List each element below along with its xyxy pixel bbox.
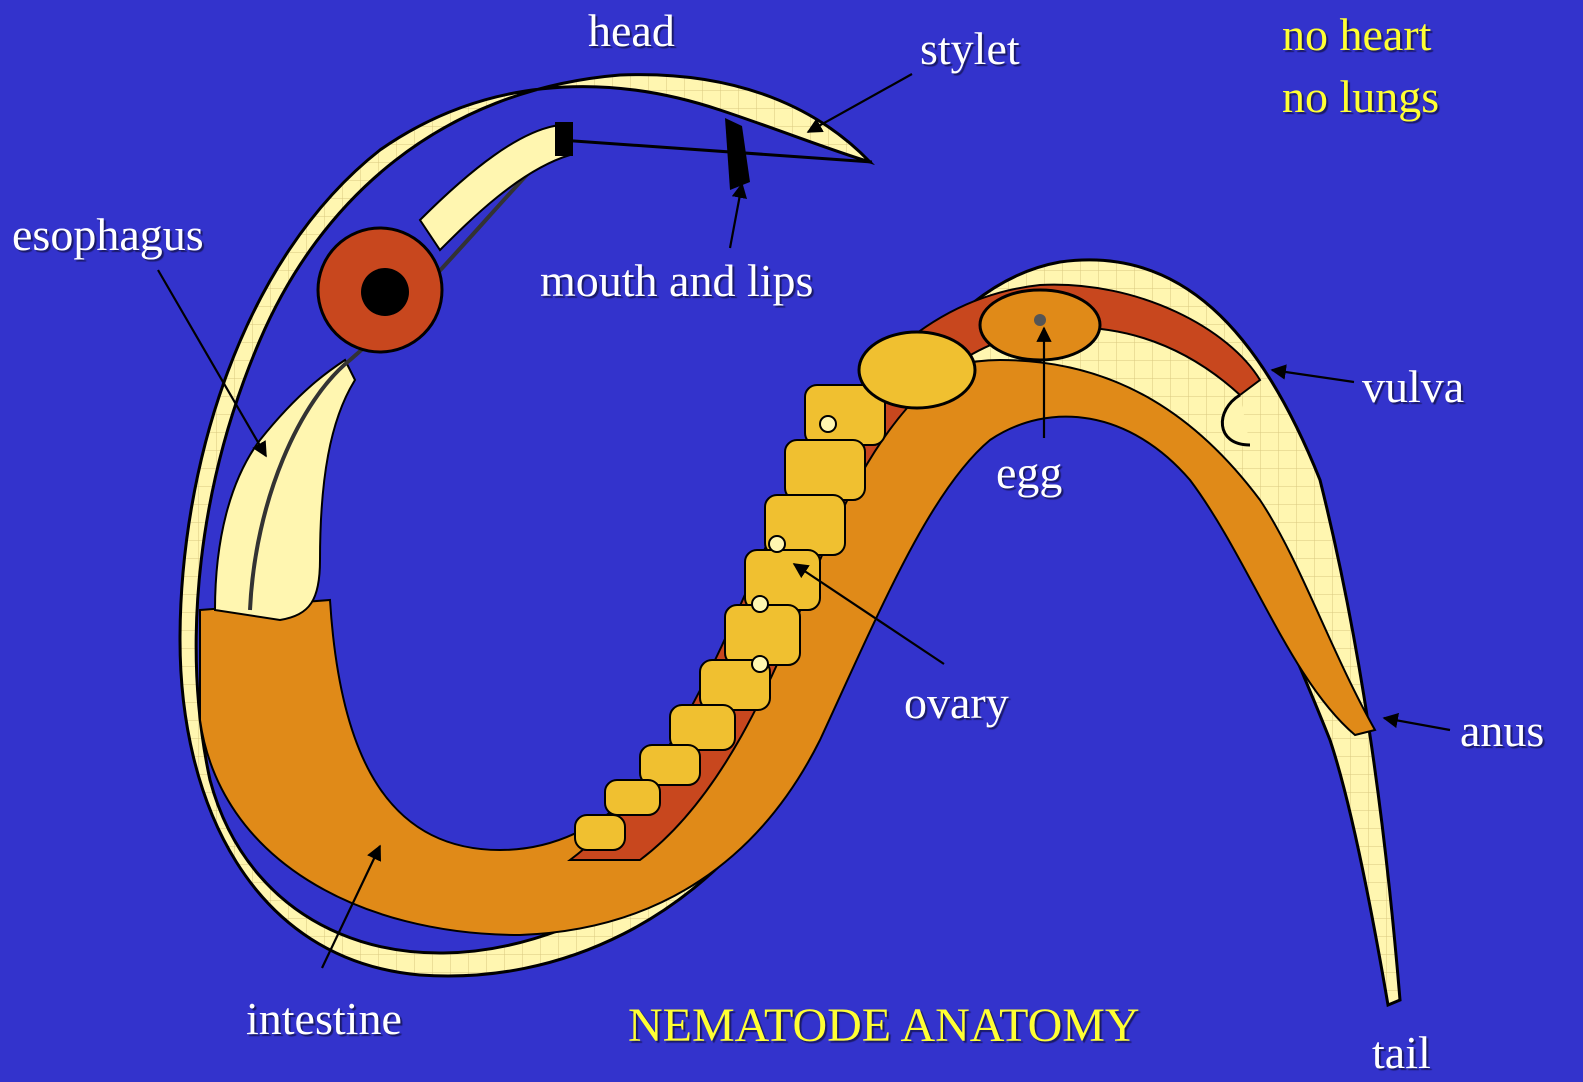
egg-cluster [859,332,975,408]
label-mouth-and-lips: mouth and lips [540,258,813,304]
note-no-lungs: no lungs [1282,74,1439,120]
label-head: head [588,8,675,54]
label-vulva: vulva [1362,364,1464,410]
label-stylet: stylet [920,26,1020,72]
label-intestine: intestine [246,996,402,1042]
label-ovary: ovary [904,680,1009,726]
label-egg: egg [996,450,1062,496]
label-anus: anus [1460,708,1544,754]
label-tail: tail [1372,1030,1431,1076]
label-esophagus: esophagus [12,212,204,258]
note-no-heart: no heart [1282,12,1431,58]
diagram-title: NEMATODE ANATOMY [628,1002,1140,1050]
